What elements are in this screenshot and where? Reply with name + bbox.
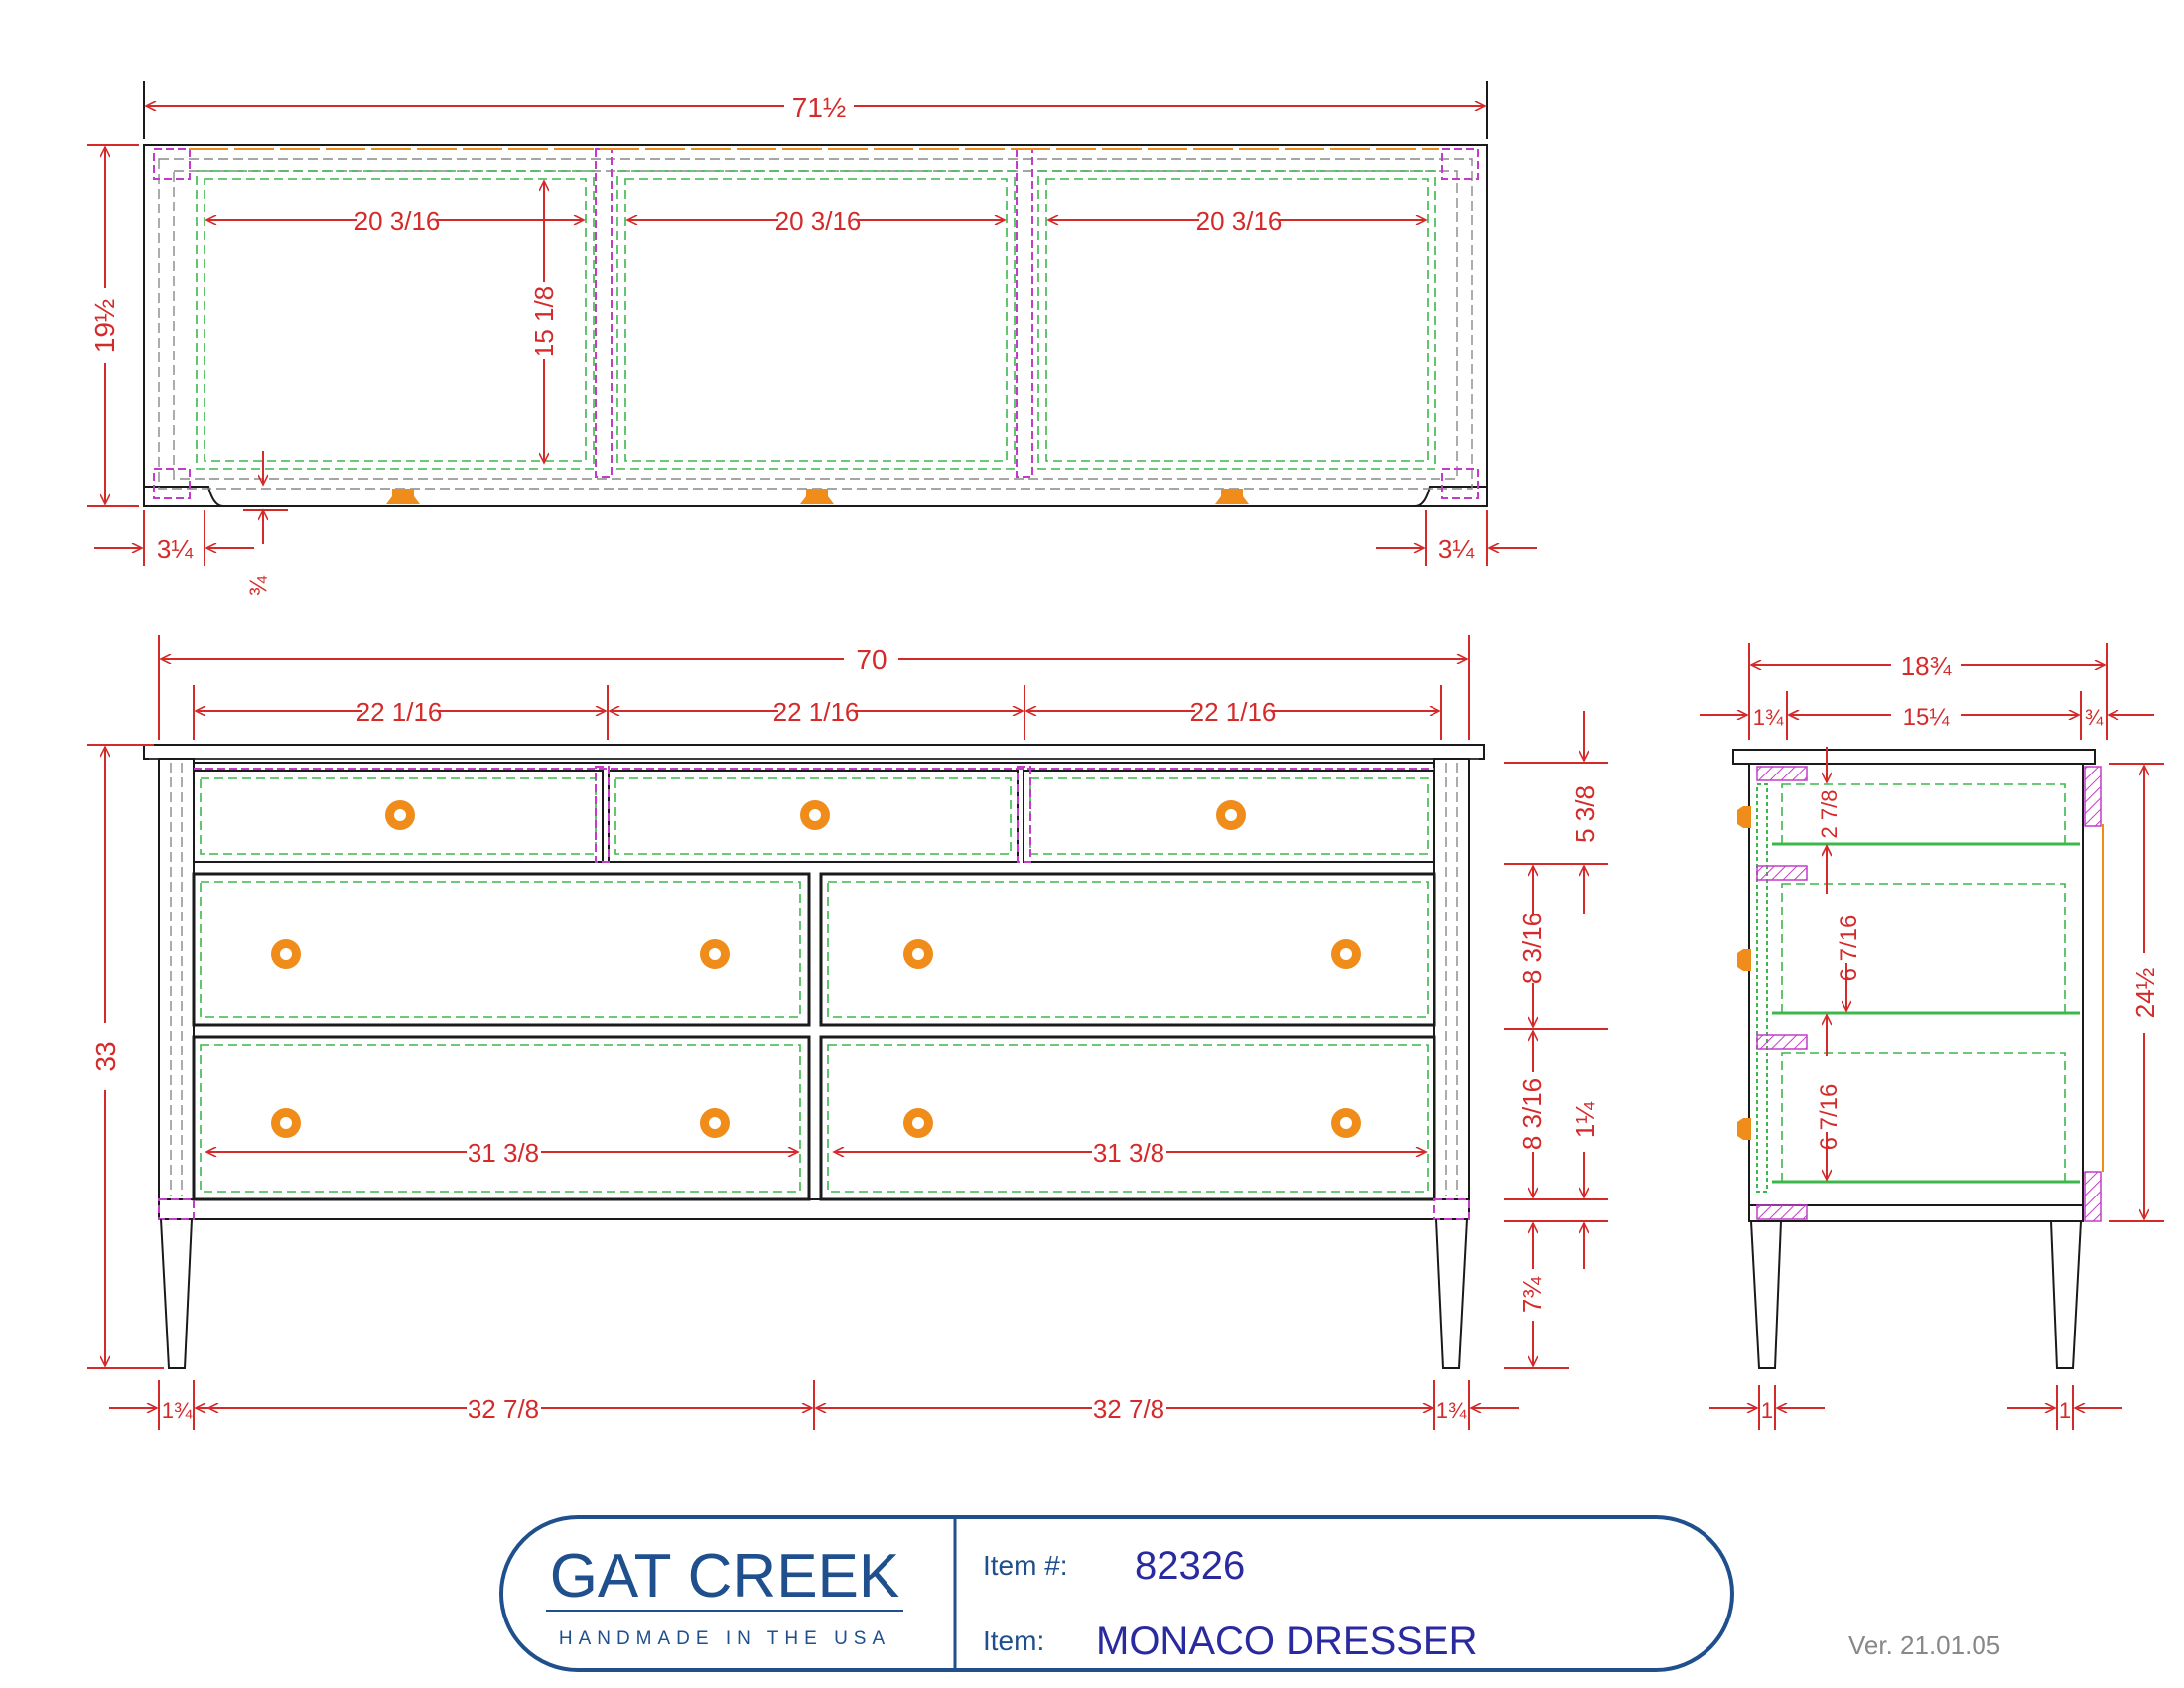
knob-icon <box>903 939 933 969</box>
brand-name: GAT CREEK <box>550 1542 900 1611</box>
item-name: MONACO DRESSER <box>1096 1619 1478 1663</box>
front-top-drawer-height: 5 3/8 <box>1570 785 1600 843</box>
item-number: 82326 <box>1135 1544 1245 1588</box>
front-view: 70 22 1/16 22 1/16 22 1/16 33 5 3/8 <box>87 635 1608 1430</box>
side-middle-drawer-height: 6 7/16 <box>1836 915 1862 982</box>
front-top-drawer-width-3: 22 1/16 <box>1190 697 1277 727</box>
front-leg-width-right: 1¾ <box>1436 1398 1467 1423</box>
top-corner-inset-left: 3¼ <box>157 534 193 564</box>
side-front-post: 1¾ <box>1753 705 1784 730</box>
knob-icon <box>903 1108 933 1138</box>
side-leg-foot-front: 1 <box>1761 1398 1773 1423</box>
pull-icon <box>386 489 420 504</box>
top-depth: 19½ <box>89 299 120 353</box>
side-knob-icon <box>1737 1118 1751 1140</box>
front-leg-to-leg-2: 32 7/8 <box>1093 1394 1164 1424</box>
top-view: 71½ 19½ 20 3/16 20 3/16 20 3/16 15 1/8 ¾… <box>87 81 1537 596</box>
knob-icon <box>385 800 415 830</box>
side-bottom-drawer-height: 6 7/16 <box>1816 1084 1843 1151</box>
pull-icon <box>800 489 834 504</box>
side-panel-width: 15¼ <box>1903 704 1951 731</box>
knob-icon <box>1331 1108 1361 1138</box>
front-lower-drawer-width-2: 31 3/8 <box>1093 1138 1164 1168</box>
front-bottom-drawer-height: 8 3/16 <box>1517 1078 1547 1150</box>
knob-icon <box>700 1108 730 1138</box>
side-overall-depth: 18¾ <box>1901 651 1952 681</box>
front-top-drawer-width-1: 22 1/16 <box>356 697 443 727</box>
top-rail-thickness: ¾ <box>245 575 272 596</box>
front-top-drawer-width-2: 22 1/16 <box>773 697 860 727</box>
front-bottom-rail: 1¼ <box>1570 1102 1600 1138</box>
side-case-height: 24½ <box>2130 968 2160 1019</box>
top-drawer-width-3: 20 3/16 <box>1196 207 1283 236</box>
knob-icon <box>1331 939 1361 969</box>
side-top-drawer-height: 2 7/8 <box>1817 790 1842 839</box>
side-view: 18¾ 1¾ 15¼ ¾ 2 7/8 6 7/16 6 7/16 24½ <box>1700 643 2164 1430</box>
front-leg-height: 7¾ <box>1517 1277 1547 1313</box>
top-drawer-width-2: 20 3/16 <box>775 207 862 236</box>
item-label: Item: <box>983 1625 1044 1656</box>
front-leg-to-leg-1: 32 7/8 <box>468 1394 539 1424</box>
knob-icon <box>700 939 730 969</box>
front-leg-width-left: 1¾ <box>162 1398 193 1423</box>
top-overall-width: 71½ <box>792 92 847 123</box>
brand-tagline: HANDMADE IN THE USA <box>559 1628 890 1649</box>
version-label: Ver. 21.01.05 <box>1848 1630 2000 1660</box>
side-back-post: ¾ <box>2085 705 2104 730</box>
side-knob-icon <box>1737 949 1751 971</box>
knob-icon <box>271 939 301 969</box>
side-knob-icon <box>1737 806 1751 828</box>
top-corner-inset-right: 3¼ <box>1438 534 1474 564</box>
top-drawer-depth: 15 1/8 <box>529 286 559 357</box>
item-number-label: Item #: <box>983 1550 1068 1581</box>
front-overall-height: 33 <box>90 1041 121 1071</box>
knob-icon <box>800 800 830 830</box>
title-block: GAT CREEK HANDMADE IN THE USA Item #: 82… <box>499 1515 2000 1672</box>
knob-icon <box>1216 800 1246 830</box>
top-drawer-width-1: 20 3/16 <box>354 207 441 236</box>
knob-icon <box>271 1108 301 1138</box>
front-lower-drawer-width-1: 31 3/8 <box>468 1138 539 1168</box>
side-leg-foot-back: 1 <box>2059 1398 2071 1423</box>
pull-icon <box>1215 489 1249 504</box>
front-overall-width: 70 <box>856 644 887 675</box>
front-middle-drawer-height: 8 3/16 <box>1517 913 1547 984</box>
